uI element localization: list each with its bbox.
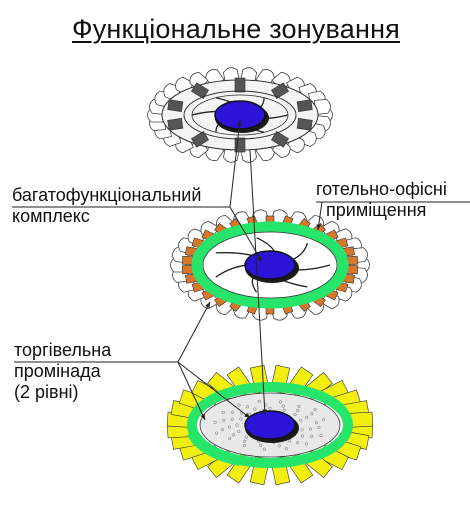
core-multifunctional bbox=[244, 410, 296, 440]
label-line: багатофункціональний bbox=[12, 185, 202, 205]
promenade-pattern bbox=[239, 417, 243, 421]
promenade-pattern bbox=[287, 439, 292, 443]
label-line: приміщення bbox=[326, 200, 427, 220]
promenade-pattern bbox=[268, 406, 272, 410]
promenade-pattern bbox=[259, 443, 263, 447]
promenade-pattern bbox=[284, 447, 289, 451]
promenade-pattern bbox=[237, 403, 241, 407]
promenade-pattern bbox=[227, 425, 231, 429]
promenade-pattern bbox=[310, 434, 314, 438]
arrowhead bbox=[262, 409, 267, 415]
arrowhead bbox=[200, 414, 205, 420]
promenade-pattern bbox=[278, 400, 283, 404]
promenade-pattern bbox=[308, 427, 313, 431]
green-ring-segment bbox=[187, 430, 241, 466]
petal-unit bbox=[314, 98, 331, 115]
label-line: готельно-офісні bbox=[316, 179, 447, 199]
arrowhead bbox=[244, 412, 250, 418]
promenade-pattern bbox=[300, 428, 304, 432]
promenade-pattern bbox=[317, 425, 321, 429]
promenade-pattern bbox=[310, 412, 314, 416]
dark-unit bbox=[234, 77, 246, 93]
arrowhead bbox=[205, 302, 210, 308]
promenade-pattern bbox=[232, 433, 236, 437]
leader-to-middle-core bbox=[229, 206, 263, 263]
promenade-pattern bbox=[247, 412, 252, 416]
promenade-pattern bbox=[277, 444, 282, 448]
dark-unit bbox=[191, 82, 209, 100]
leader-to-middle-ring bbox=[177, 301, 211, 363]
core-multifunctional bbox=[244, 250, 296, 280]
promenade-pattern bbox=[321, 418, 325, 422]
dark-unit bbox=[296, 118, 313, 131]
leader-lines bbox=[12, 119, 470, 421]
promenade-pattern bbox=[221, 410, 225, 414]
promenade-pattern bbox=[319, 434, 323, 438]
green-ring bbox=[191, 221, 349, 309]
promenade-pattern bbox=[220, 428, 225, 432]
diagram-title: Функціональне зонування bbox=[72, 14, 401, 44]
promenade-pattern bbox=[313, 408, 317, 412]
promenade-pattern bbox=[230, 417, 234, 421]
leader-to-top-core bbox=[229, 119, 241, 208]
arrowhead bbox=[316, 224, 322, 230]
promenade-pattern bbox=[295, 441, 300, 445]
dark-unit bbox=[296, 99, 313, 112]
promenade-pattern bbox=[228, 437, 232, 441]
dark-unit bbox=[167, 99, 184, 112]
promenade-pattern bbox=[300, 434, 305, 438]
promenade-pattern bbox=[293, 412, 297, 417]
promenade-pattern bbox=[281, 404, 285, 408]
promenade-pattern bbox=[304, 442, 309, 446]
bottom-floor-plan bbox=[166, 364, 374, 486]
label-line: промінада bbox=[14, 361, 101, 381]
promenade-pattern bbox=[222, 418, 226, 422]
leader-to-bottom-core bbox=[249, 149, 266, 416]
leader-to-promenade bbox=[177, 361, 251, 419]
label-line: (2 рівні) bbox=[14, 382, 79, 402]
promenade-pattern bbox=[314, 421, 319, 425]
promenade-pattern bbox=[296, 409, 300, 413]
promenade-pattern bbox=[237, 429, 241, 434]
promenade-pattern bbox=[214, 431, 218, 435]
promenade-pattern bbox=[243, 439, 247, 443]
promenade-pattern bbox=[299, 418, 303, 422]
green-ring bbox=[187, 382, 353, 468]
label-line: комплекс bbox=[12, 206, 90, 226]
promenade-pattern bbox=[305, 415, 309, 419]
middle-floor-plan bbox=[170, 209, 370, 321]
leader-to-bottom-ring bbox=[177, 361, 206, 421]
promenade-pattern bbox=[235, 423, 239, 427]
dark-unit bbox=[167, 118, 184, 131]
promenade-pattern bbox=[231, 410, 235, 414]
arrowhead bbox=[257, 256, 262, 262]
promenade-pattern bbox=[282, 408, 286, 412]
label-line: торгівельна bbox=[14, 340, 112, 360]
promenade-pattern bbox=[257, 399, 261, 403]
core-multifunctional bbox=[214, 100, 266, 130]
arrowhead bbox=[237, 120, 242, 126]
label-multifunctional-complex: багатофункціональний комплекс bbox=[12, 185, 201, 227]
dark-unit bbox=[191, 130, 209, 148]
promenade-pattern bbox=[245, 405, 250, 409]
promenade-pattern bbox=[244, 435, 248, 439]
promenade-pattern bbox=[242, 444, 247, 448]
label-hotel-office: готельно-офісні приміщення bbox=[316, 179, 447, 221]
promenade-pattern bbox=[297, 404, 301, 408]
top-floor-plan bbox=[147, 67, 333, 163]
promenade-pattern bbox=[262, 447, 267, 451]
inner-ring bbox=[183, 90, 297, 140]
label-trade-promenade: торгівельна промінада (2 рівні) bbox=[14, 340, 111, 403]
dark-unit bbox=[271, 130, 289, 148]
dark-unit bbox=[271, 82, 289, 100]
promenade-pattern bbox=[253, 407, 257, 411]
promenade-pattern bbox=[213, 420, 217, 424]
